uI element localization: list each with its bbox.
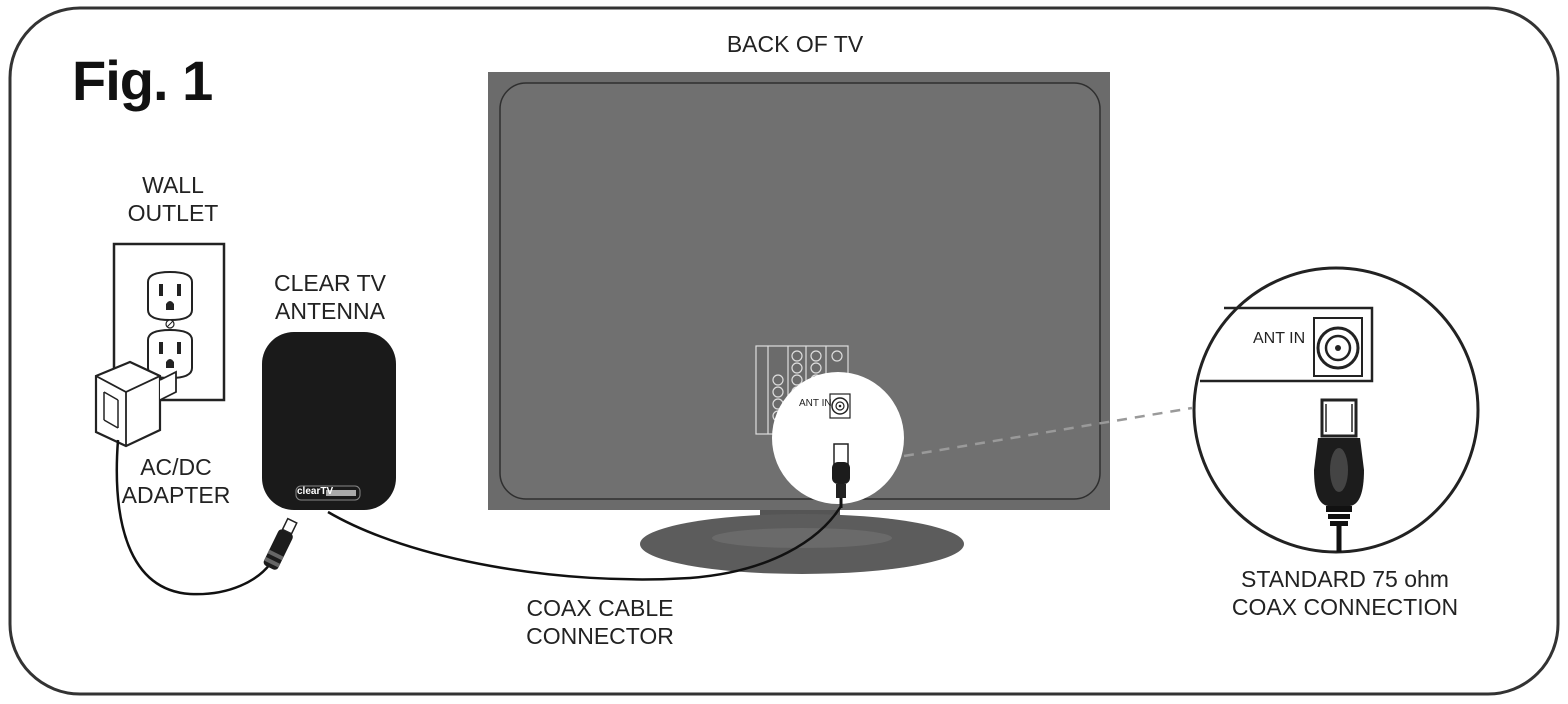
clear-tv-antenna-icon — [262, 332, 396, 510]
coax-cable — [327, 505, 843, 581]
adapter-label: AC/DC ADAPTER — [121, 454, 231, 508]
power-cable — [115, 439, 271, 596]
ant-in-port-small-icon — [829, 393, 851, 419]
coax-cable-label: COAX CABLE CONNECTOR — [526, 595, 674, 649]
wall-outlet-icon — [112, 242, 226, 402]
ant-in-port-large-icon — [1313, 317, 1363, 377]
ant-in-large-label: ANT IN — [1253, 330, 1306, 347]
coax-plug-small-icon — [832, 443, 850, 508]
standard-coax-label: STANDARD 75 ohm COAX CONNECTION — [1231, 566, 1459, 620]
antenna-brand-label: clearTV — [297, 486, 334, 497]
tv-highlight-circle — [772, 372, 904, 504]
back-of-tv-label: BACK OF TV — [726, 31, 864, 57]
wall-outlet-label: WALL OUTLET — [127, 172, 219, 226]
antenna-label: CLEAR TV ANTENNA — [273, 270, 387, 324]
zoom-guide-line — [903, 406, 1193, 458]
ac-dc-adapter-icon — [94, 360, 177, 448]
ant-in-small-label: ANT IN — [799, 398, 832, 409]
dc-plug-icon — [263, 517, 298, 570]
coax-plug-large-icon — [1314, 398, 1364, 552]
figure-title: Fig. 1 — [72, 49, 213, 112]
